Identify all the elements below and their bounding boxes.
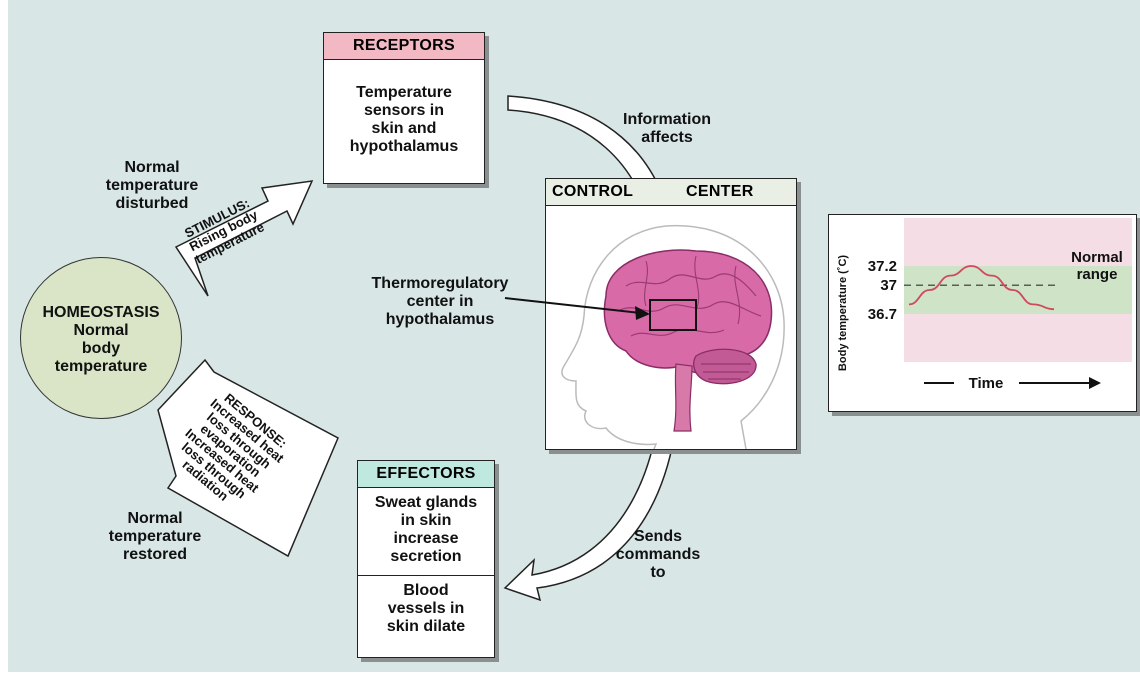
y-tick-label: 37 [880,277,897,294]
control-center-box: CONTROL CENTER [545,178,797,450]
normal-temperature-restored-label: Normal temperature restored [95,510,215,564]
effector-blood-vessels: Blood vessels in skin dilate [358,576,494,636]
x-axis-arrowhead [1089,377,1101,389]
effectors-box: EFFECTORS Sweat glands in skin increase … [357,460,495,658]
receptors-description: Temperature sensors in skin and hypothal… [324,60,484,156]
information-affects-label: Information affects [612,111,722,147]
control-center-title: CONTROL CENTER [546,179,796,206]
receptors-box: RECEPTORS Temperature sensors in skin an… [323,32,485,184]
y-axis-label: Body temperature (˚C) [837,255,849,371]
sends-commands-label: Sends commands to [610,528,706,582]
effectors-title: EFFECTORS [358,461,494,488]
temperature-graph: 37.2 37 36.7 Normal range Body temperatu… [828,214,1137,412]
receptors-title: RECEPTORS [324,33,484,60]
normal-range-label-line2: range [1077,266,1118,283]
thermoregulatory-center-label: Thermoregulatory center in hypothalamus [345,275,535,329]
homeostasis-text: HOMEOSTASIS Normal body temperature [21,304,181,376]
normal-range-label-line1: Normal [1071,249,1123,266]
homeostasis-circle: HOMEOSTASIS Normal body temperature [20,257,182,419]
effector-sweat-glands: Sweat glands in skin increase secretion [358,488,494,576]
brain-head-illustration [546,206,796,449]
temperature-chart-svg: 37.2 37 36.7 Normal range Body temperatu… [829,215,1136,411]
normal-temperature-disturbed-label: Normal temperature disturbed [92,159,212,213]
y-tick-label: 37.2 [868,258,897,275]
x-axis-label: Time [969,375,1004,392]
y-tick-label: 36.7 [868,306,897,323]
